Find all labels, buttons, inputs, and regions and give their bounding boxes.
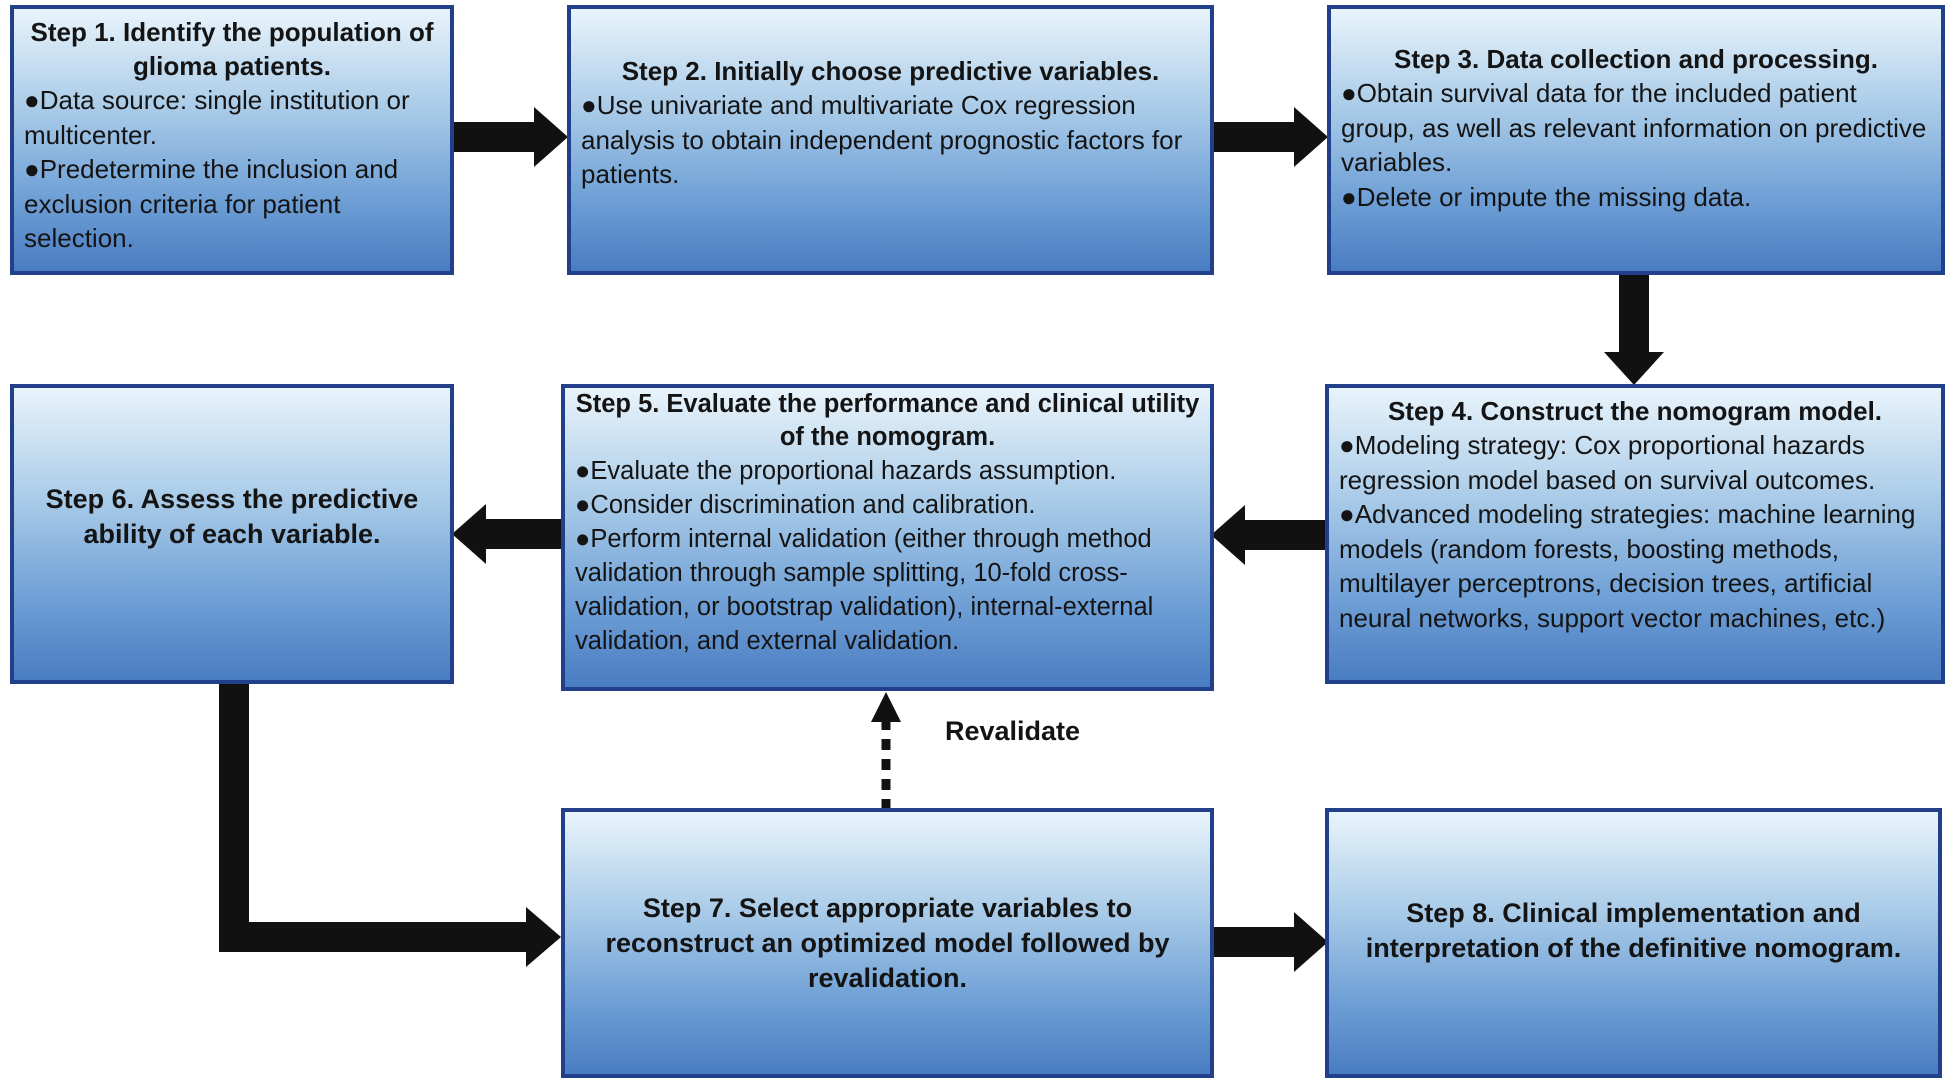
arrow-step4-to-step5 xyxy=(1211,505,1326,565)
step3-title: Step 3. Data collection and processing. xyxy=(1393,44,1878,74)
arrow-step2-to-step3 xyxy=(1213,107,1328,167)
arrow-step5-to-step6 xyxy=(452,504,562,564)
step5-box: Step 5. Evaluate the performance and cli… xyxy=(561,384,1214,691)
step8-box: Step 8. Clinical implementation and inte… xyxy=(1325,808,1942,1078)
step1-title: Step 1. Identify the population of gliom… xyxy=(30,17,434,81)
step7-box: Step 7. Select appropriate variables to … xyxy=(561,808,1214,1078)
step3-bullet-2: ●Delete or impute the missing data. xyxy=(1341,181,1752,212)
arrow-step6-to-step7 xyxy=(219,683,561,967)
step1-bullet-2: ●Predetermine the inclusion and exclusio… xyxy=(24,154,399,253)
step2-bullet-1: ●Use univariate and multivariate Cox reg… xyxy=(581,90,1183,190)
step2-title: Step 2. Initially choose predictive vari… xyxy=(621,56,1160,87)
step5-title: Step 5. Evaluate the performance and cli… xyxy=(575,390,1200,451)
step4-bullet-1: ●Modeling strategy: Cox proportional haz… xyxy=(1339,430,1876,495)
step4-bullet-2: ●Advanced modeling strategies: machine l… xyxy=(1339,499,1916,633)
arrow-revalidate-head xyxy=(871,692,901,722)
arrow-step1-to-step2 xyxy=(453,107,568,167)
step6-title: Step 6. Assess the predictive ability of… xyxy=(45,484,419,549)
step3-bullet-1: ●Obtain survival data for the included p… xyxy=(1341,78,1927,177)
step8-title: Step 8. Clinical implementation and inte… xyxy=(1365,898,1902,963)
arrow-step3-to-step4 xyxy=(1604,272,1664,385)
revalidate-label: Revalidate xyxy=(945,716,1081,746)
arrow-step7-to-step8 xyxy=(1213,912,1328,972)
step5-bullet-2: ●Consider discrimination and calibration… xyxy=(575,491,1036,519)
step6-box: Step 6. Assess the predictive ability of… xyxy=(10,384,454,684)
step4-title: Step 4. Construct the nomogram model. xyxy=(1387,396,1883,426)
step5-bullet-1: ●Evaluate the proportional hazards assum… xyxy=(575,457,1117,485)
step1-box: Step 1. Identify the population of gliom… xyxy=(10,5,454,275)
step7-title: Step 7. Select appropriate variables to … xyxy=(605,892,1170,993)
step1-bullet-1: ●Data source: single institution or mult… xyxy=(24,85,410,150)
step5-bullet-3: ●Perform internal validation (either thr… xyxy=(575,525,1154,655)
step2-box: Step 2. Initially choose predictive vari… xyxy=(567,5,1214,275)
step3-box: Step 3. Data collection and processing. … xyxy=(1327,5,1945,275)
step4-box: Step 4. Construct the nomogram model. ●M… xyxy=(1325,384,1945,684)
